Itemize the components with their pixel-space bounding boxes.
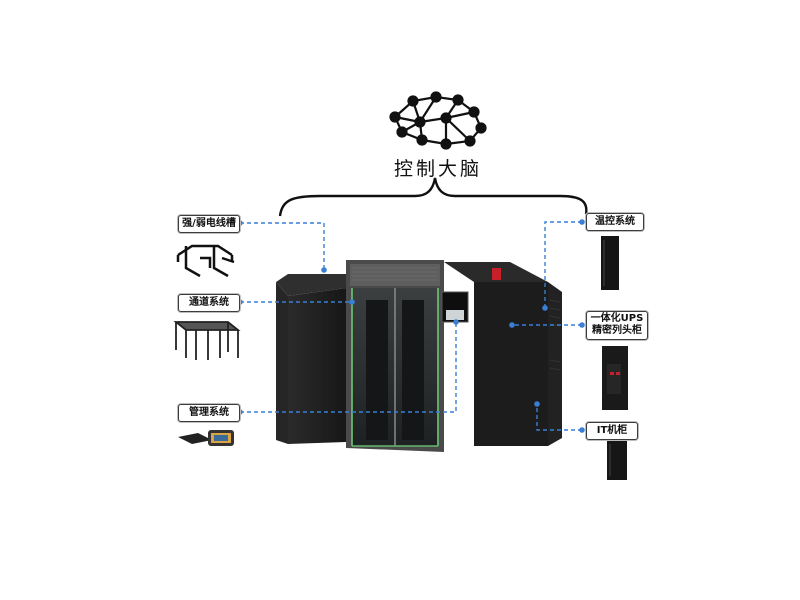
label-ups-cabinet: 一体化UPS 精密列头柜 <box>586 311 648 340</box>
label-aisle-system: 通道系统 <box>178 294 240 312</box>
cooling-unit-icon <box>601 236 619 290</box>
label-cooling-system: 温控系统 <box>586 213 644 231</box>
label-management-system: 管理系统 <box>178 404 240 422</box>
label-it-cabinet: IT机柜 <box>586 422 638 440</box>
neural-network-icon <box>389 91 487 150</box>
it-cabinet-icon <box>607 440 627 480</box>
control-brace <box>278 177 588 217</box>
label-power-trough: 强/弱电线槽 <box>178 215 240 233</box>
control-brain-title: 控制大脑 <box>393 158 482 180</box>
indicator-light <box>492 268 501 280</box>
label-ups-line1: 一体化UPS <box>590 313 644 324</box>
cable-trough-icon <box>176 244 235 278</box>
management-device-icon <box>178 430 234 446</box>
modular-data-center <box>276 260 562 452</box>
connector-lines <box>240 221 582 431</box>
ups-cabinet-icon <box>602 346 628 410</box>
label-ups-line2: 精密列头柜 <box>592 325 642 336</box>
aisle-frame-icon <box>173 321 241 360</box>
